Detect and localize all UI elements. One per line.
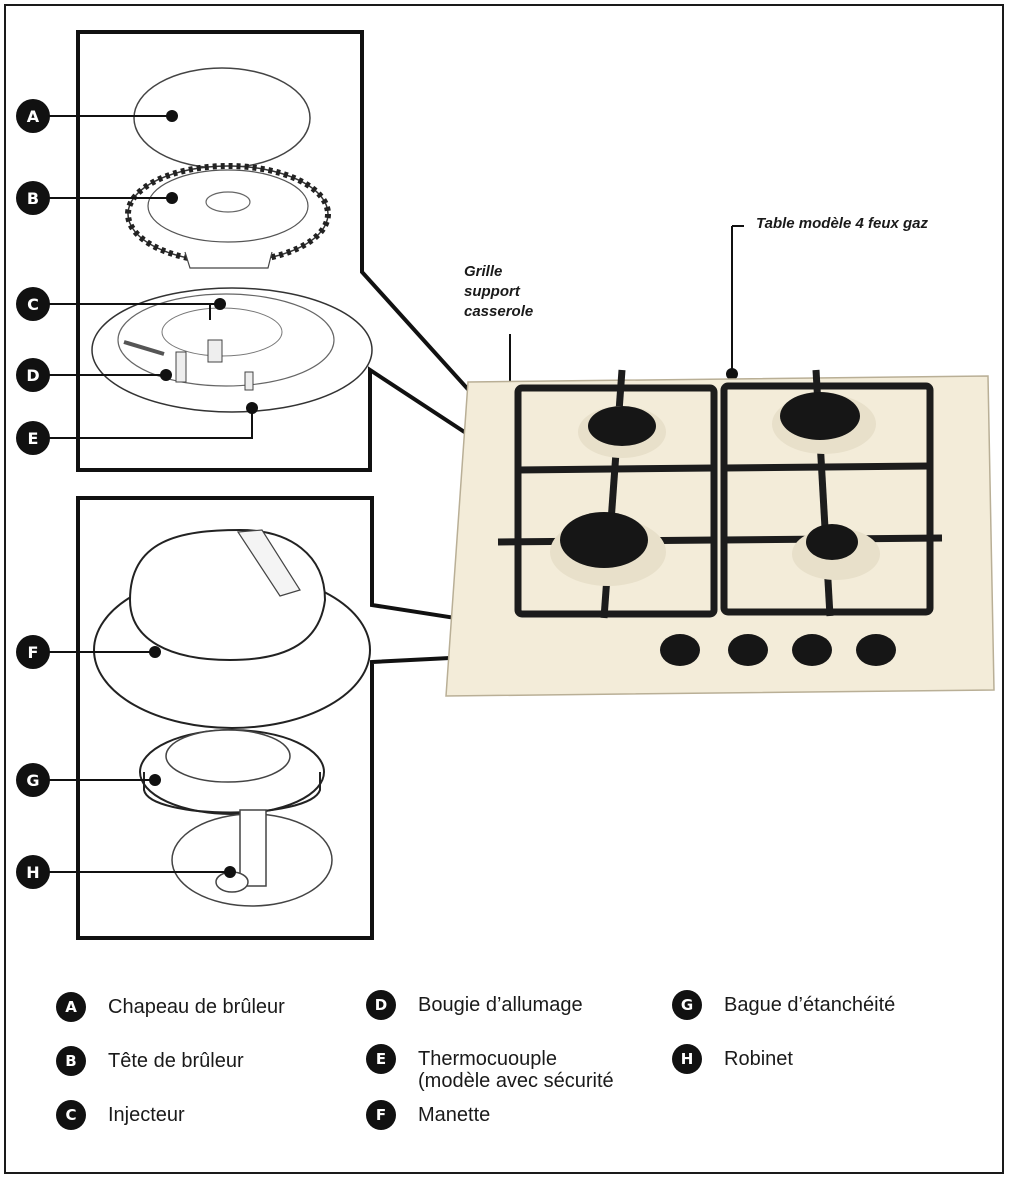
- legend-badge: H: [672, 1044, 702, 1074]
- diagram-frame: [4, 4, 1004, 1174]
- legend-label: Bague d’étanchéité: [724, 994, 896, 1016]
- badge-c: C: [16, 287, 50, 321]
- badge-a: A: [16, 99, 50, 133]
- legend-label: Manette: [418, 1104, 491, 1126]
- badge-g: G: [16, 763, 50, 797]
- legend-item-b: B Tête de brûleur: [56, 1046, 244, 1076]
- callout-grille-line3: casserole: [464, 303, 534, 320]
- legend-label: Thermocuouple (modèle avec sécurité: [418, 1048, 614, 1092]
- legend-badge: E: [366, 1044, 396, 1074]
- knob-illustration: [93, 528, 371, 729]
- legend-badge: B: [56, 1046, 86, 1076]
- tap-illustration: [171, 809, 333, 907]
- legend-badge: F: [366, 1100, 396, 1130]
- callout-table: Table modèle 4 feux gaz: [756, 215, 928, 232]
- legend-item-e: E Thermocuouple (modèle avec sécurité: [366, 1044, 628, 1092]
- legend-item-d: D Bougie d’allumage: [366, 990, 583, 1020]
- sealing-ring-illustration: [139, 729, 325, 815]
- burner-base-illustration: [91, 287, 373, 413]
- badge-b: B: [16, 181, 50, 215]
- burner-head-illustration: [125, 163, 331, 269]
- legend-item-g: G Bague d’étanchéité: [672, 990, 895, 1020]
- legend-label: Bougie d’allumage: [418, 994, 583, 1016]
- legend-item-a: A Chapeau de brûleur: [56, 992, 285, 1022]
- badge-d: D: [16, 358, 50, 392]
- callout-grille-line2: support: [464, 283, 520, 300]
- legend-item-f: F Manette: [366, 1100, 490, 1130]
- legend-badge: A: [56, 992, 86, 1022]
- legend-badge: G: [672, 990, 702, 1020]
- legend-badge: D: [366, 990, 396, 1020]
- callout-grille-line1: Grille: [464, 263, 503, 280]
- legend-badge: C: [56, 1100, 86, 1130]
- badge-e: E: [16, 421, 50, 455]
- legend-label: Injecteur: [108, 1104, 185, 1126]
- legend-label: Chapeau de brûleur: [108, 996, 285, 1018]
- badge-f: F: [16, 635, 50, 669]
- hob-illustration: [445, 369, 995, 697]
- burner-cap-illustration: [133, 67, 311, 169]
- badge-h: H: [16, 855, 50, 889]
- legend-item-c: C Injecteur: [56, 1100, 185, 1130]
- legend-label: Robinet: [724, 1048, 793, 1070]
- legend-label: Tête de brûleur: [108, 1050, 244, 1072]
- legend-item-h: H Robinet: [672, 1044, 793, 1074]
- leader-dots: [149, 110, 738, 878]
